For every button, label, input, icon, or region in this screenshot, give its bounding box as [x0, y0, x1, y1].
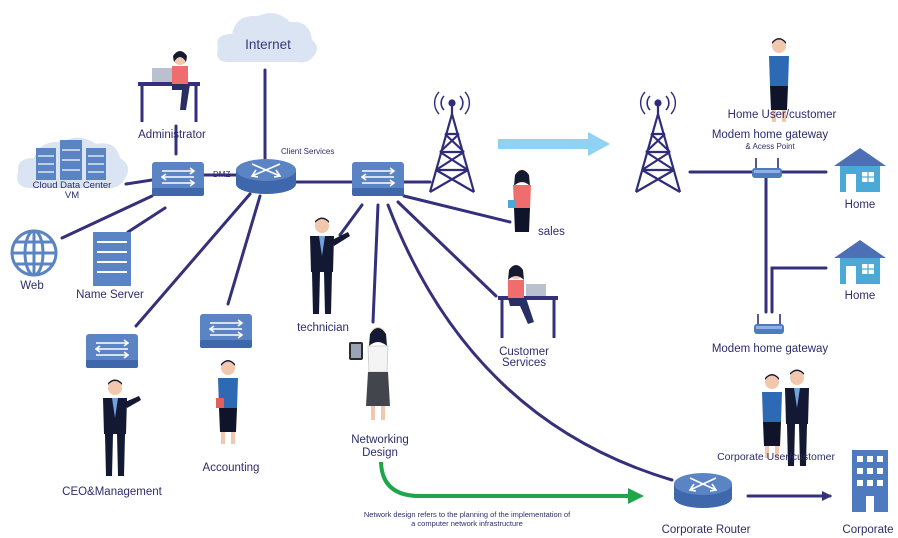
modem-icon	[753, 313, 785, 335]
cloud-data-center-vm-label: VM	[64, 190, 80, 201]
link-switch-web	[60, 194, 154, 240]
link-switch-technician	[338, 203, 364, 237]
building-icon	[852, 450, 888, 512]
customer-services-label-2: Services	[501, 357, 547, 369]
network-design-note-2: a computer network infrastructure	[411, 519, 523, 528]
cell-tower-icon	[428, 90, 476, 194]
switch-icon	[151, 161, 205, 197]
corporate-user-label: Corporate User/customer	[717, 451, 835, 463]
link-home-modem	[770, 266, 828, 314]
switch-icon	[199, 313, 253, 349]
administrator-label: Administrator	[138, 129, 206, 141]
router-icon	[236, 159, 296, 194]
sales-person-icon	[508, 169, 531, 232]
customer-services-label: Customer	[499, 346, 549, 358]
house-icon	[833, 239, 887, 285]
house-icon	[833, 147, 887, 193]
home-label-2: Home	[844, 290, 876, 302]
link-switch-nameserver	[126, 206, 167, 234]
customer-services-person-icon	[498, 265, 558, 338]
client-services-label: Client Services	[281, 147, 335, 156]
cloud-data-center-label: Cloud Data Center	[32, 180, 112, 191]
modem-gateway-ap-label-2: & Acess Point	[745, 142, 795, 151]
networking-design-label: Networking	[351, 434, 409, 446]
modem-gateway-ap-label: Modem home gateway	[711, 129, 829, 141]
name-server-label: Name Server	[76, 289, 144, 301]
switch-icon	[85, 333, 139, 369]
technician-label: technician	[297, 322, 349, 334]
router-icon	[674, 473, 732, 508]
connection-lines	[60, 68, 832, 501]
link-router-ceo-switch	[134, 192, 252, 328]
sales-label: sales	[538, 226, 565, 238]
network-design-note: Network design refers to the planning of…	[363, 510, 571, 519]
link-switch-sales	[402, 194, 512, 224]
link-router-accounting	[226, 194, 262, 306]
corporate-user-person-icon	[762, 374, 782, 458]
globe-icon	[10, 229, 58, 277]
link-switch-customer-services	[396, 200, 498, 298]
modem-icon	[751, 157, 783, 179]
corporate-router-label: Corporate Router	[661, 524, 751, 536]
ceo-person-icon	[103, 379, 141, 476]
dmz-label: DMZ	[213, 170, 231, 179]
ceo-management-label: CEO&Management	[62, 486, 162, 498]
link-switch-corporate-router	[386, 203, 674, 482]
switch-icon	[351, 161, 405, 197]
internet-label: Internet	[245, 37, 291, 52]
networking-design-person-icon	[366, 327, 390, 420]
administrator-person-icon	[138, 51, 200, 122]
cloud-icon	[217, 13, 317, 63]
accounting-person-icon	[216, 360, 238, 444]
link-switch-cloud	[124, 178, 154, 186]
arrow-right-icon	[498, 132, 610, 156]
networking-design-label-2: Design	[362, 447, 398, 459]
server-rack-icon	[93, 232, 131, 286]
corporate-label: Corporate	[842, 524, 894, 536]
web-label: Web	[20, 280, 44, 292]
tablet-icon	[349, 342, 363, 360]
green-arrow-icon	[379, 461, 644, 504]
link-switch-networking	[371, 203, 380, 324]
modem-gateway-label: Modem home gateway	[711, 343, 829, 355]
accounting-label: Accounting	[202, 462, 260, 474]
home-label: Home	[844, 199, 876, 211]
cell-tower-icon	[634, 90, 682, 194]
home-user-label: Home User/customer	[727, 109, 837, 121]
technician-person-icon	[310, 217, 350, 314]
cloud-data-center-icon	[17, 137, 129, 189]
